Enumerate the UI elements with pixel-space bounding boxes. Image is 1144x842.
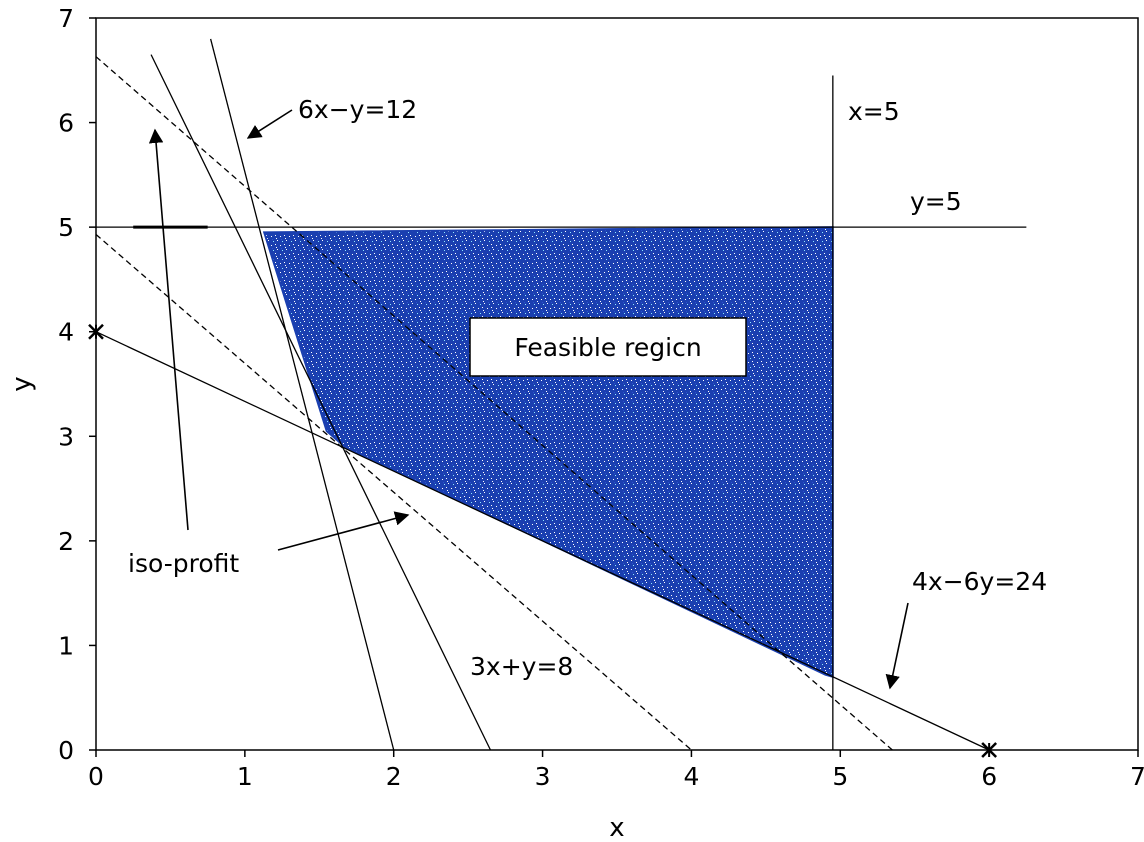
annotation-x-5: x=5 (848, 97, 900, 126)
y-tick-label: 1 (58, 631, 74, 660)
lines-layer (88, 38, 1027, 758)
y-axis-label: y (7, 376, 37, 391)
annotation-4x-6y-24: 4x−6y=24 (912, 567, 1047, 596)
y-tick-label: 4 (58, 318, 74, 347)
y-tick-label: 6 (58, 109, 74, 138)
iso-profit-line-1 (95, 56, 893, 751)
axes-frame (95, 17, 1139, 751)
arrow-4x-6y-24 (885, 602, 909, 690)
x-tick-label: 5 (832, 762, 848, 791)
y-tick-label: 0 (58, 736, 74, 765)
annotation-y-5: y=5 (910, 187, 962, 216)
arrow-6x-y-12 (246, 109, 293, 139)
plot-frame (95, 17, 1139, 751)
x-tick-label: 0 (88, 762, 104, 791)
annotation-iso-profit: iso-profit (128, 549, 239, 578)
x-axis-label: x (609, 813, 624, 842)
annotation-6x-y-12: 6x−y=12 (298, 95, 417, 124)
iso-profit-line-2 (95, 233, 692, 751)
feasible-region (262, 226, 834, 679)
feasible-region-layer (262, 226, 834, 679)
y-tick-label: 3 (58, 422, 74, 451)
x-tick-label: 6 (981, 762, 997, 791)
y-tick-label: 2 (58, 527, 74, 556)
feasible-region-label-box (469, 317, 747, 377)
arrow-iso-profit-right (277, 511, 410, 551)
ticks-layer: 0 1 2 3 4 5 6 7 0 1 2 3 4 5 6 7 x y (7, 4, 1144, 842)
y-tick-label: 7 (58, 4, 74, 33)
annotations-layer: Feasible regicn iso-profit 6x−y=12 3x+y=8 x=… (128, 95, 1047, 690)
constraint-line-2 (150, 54, 492, 751)
x-tick-label: 3 (535, 762, 551, 791)
feasible-region-label: Feasible regicn (514, 333, 701, 362)
x-tick-label: 4 (683, 762, 699, 791)
y-tick-label: 5 (58, 213, 74, 242)
x-tick-label: 1 (237, 762, 253, 791)
x-tick-label: 7 (1130, 762, 1144, 791)
constraint-line-1 (209, 38, 395, 751)
annotation-3x-y-8: 3x+y=8 (470, 652, 573, 681)
x-tick-label: 2 (386, 762, 402, 791)
arrow-iso-profit-up (148, 128, 189, 531)
constraint-line-5 (95, 331, 990, 751)
